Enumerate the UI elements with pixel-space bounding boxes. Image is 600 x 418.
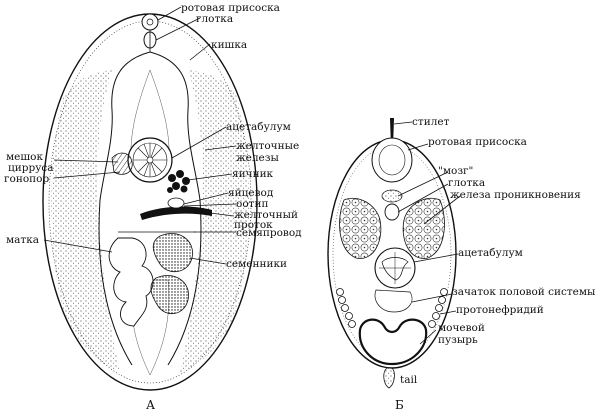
label-a-testes: семенники	[226, 258, 287, 270]
caption-b: Б	[395, 398, 404, 412]
label-b-bladder-line1: мочевой	[438, 322, 485, 334]
label-b-protonephridium: протонефридий	[456, 304, 544, 316]
adult-testis-anterior	[152, 233, 193, 272]
label-b-oral-sucker: ротовая присоска	[428, 136, 527, 148]
panel-b-leader-lines	[393, 121, 461, 345]
label-a-vitelline-glands-line2: железы	[236, 152, 279, 164]
cercaria-oral-sucker	[371, 137, 413, 183]
adult-ovary	[167, 170, 190, 193]
label-a-pharynx: глотка	[196, 13, 233, 25]
panel-a-leader-lines	[43, 6, 237, 265]
label-a-ovary: яичник	[232, 168, 274, 180]
vitelline-field-left	[50, 70, 120, 372]
label-a-vas-deferens: семяпровод	[236, 227, 302, 239]
cercaria-pharynx	[384, 203, 400, 221]
adult-cirrus-sac	[111, 152, 133, 175]
cercaria-genital-primordium	[374, 289, 413, 313]
cercaria-penetration-gland-right	[402, 197, 445, 259]
adult-uterus	[108, 237, 154, 327]
cercaria-tail	[383, 367, 395, 389]
label-b-genital-primordium: зачаток половой системы	[452, 286, 595, 298]
label-b-brain: "мозг"	[438, 165, 473, 177]
label-b-bladder-line2: пузырь	[438, 334, 478, 346]
label-a-uterus: матка	[6, 234, 39, 246]
adult-vitelline-duct	[140, 206, 212, 220]
label-b-pharynx: глотка	[448, 177, 485, 189]
label-b-tail: tail	[400, 374, 418, 386]
label-a-cirrus-sac-line1: мешок	[6, 151, 43, 163]
label-b-acetabulum: ацетабулум	[458, 247, 523, 259]
label-a-gonopore: гонопор	[4, 173, 49, 185]
panel-a-labels: ротовая присоска глотка кишка ацетабулум…	[4, 2, 302, 412]
label-a-ootype: оотип	[236, 198, 268, 210]
cercaria-protonephridia	[336, 288, 448, 328]
label-a-cirrus-sac-line2: циррусa	[8, 162, 54, 174]
vitelline-field-right	[180, 70, 250, 372]
caption-a: А	[146, 398, 155, 412]
label-a-oviduct: яйцевод	[228, 187, 274, 199]
label-a-vitelline-duct-line1: желточный	[234, 209, 298, 221]
cercaria-excretory-bladder	[358, 318, 428, 366]
cercaria-penetration-gland-left	[339, 197, 382, 259]
label-b-penetration-gland: железа проникновения	[450, 189, 581, 201]
label-a-vitelline-glands-line1: желточные	[236, 140, 299, 152]
cercaria-brain	[381, 189, 403, 203]
label-a-oral-sucker: ротовая присоска	[181, 2, 280, 14]
adult-fluke-drawing	[42, 13, 258, 391]
label-a-acetabulum: ацетабулум	[226, 121, 291, 133]
label-b-stylet: стилет	[412, 116, 450, 128]
adult-testis-posterior	[150, 275, 189, 314]
label-a-intestine: кишка	[211, 39, 247, 51]
panel-b-labels: стилет ротовая присоска "мозг" глотка же…	[395, 116, 595, 412]
label-a-vitelline-duct-line2: проток	[234, 219, 273, 231]
cercaria-drawing	[327, 118, 457, 389]
